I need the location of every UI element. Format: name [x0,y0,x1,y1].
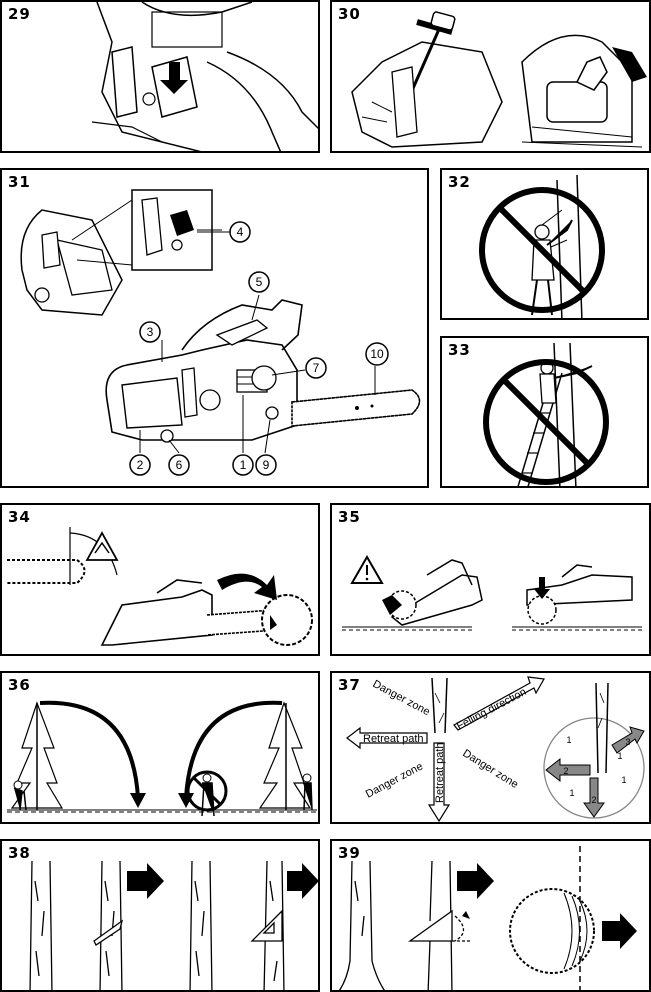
panel-32: 32 [440,168,649,320]
arrow-right-icon [457,863,494,899]
arrow-right-icon [602,913,637,949]
panel-37: Felling direction Retreat path Retreat p… [330,671,651,824]
svg-text:1: 1 [621,775,626,785]
label-retreat-path-left: Retreat path [363,733,424,745]
svg-text:7: 7 [313,361,320,375]
panel-number: 39 [338,844,361,862]
retreat-path-left-arrow [346,726,428,750]
illustration-danger-zones: Felling direction Retreat path Retreat p… [346,676,645,822]
prohibition-icon [483,359,609,485]
panel-number: 32 [448,173,471,191]
panel-number: 30 [338,5,361,23]
panel-number: 38 [8,844,31,862]
panel-35: 35 [330,503,651,656]
panel-38: 38 [0,839,320,992]
felling-direction-arrow [453,676,545,731]
callout-4: 4 [229,221,251,243]
label-danger-zone-right: Danger zone [460,747,520,791]
panel-34: 34 [0,503,320,656]
stump-cross-section [509,888,595,974]
callout-3: 3 [139,321,161,343]
callout-2: 2 [129,454,151,476]
callout-6: 6 [168,454,190,476]
illustration-no-cutting-on-ladder [483,342,609,486]
illustration-decompression-valve [351,11,647,148]
illustration-kickback-zone [7,527,313,646]
callout-10: 10 [365,342,389,366]
svg-text:9: 9 [263,458,270,472]
illustration-pinch-kickback [342,554,642,631]
svg-text:1: 1 [566,735,571,745]
svg-text:1: 1 [617,751,622,761]
label-danger-zone-top: Danger zone [371,678,432,718]
panel-30: 30 [330,0,651,153]
svg-text:1: 1 [569,788,574,798]
panel-number: 29 [8,5,31,23]
svg-text:2: 2 [591,795,596,805]
rotation-arrow-icon [217,573,277,600]
callout-1: 1 [232,454,254,476]
panel-number: 35 [338,508,361,526]
prohibition-icon [479,187,605,313]
illustration-notch-angle [339,846,637,990]
label-felling-direction: Felling direction [455,686,529,733]
retreat-path-down-arrow [427,742,451,822]
svg-text:2: 2 [563,766,568,776]
illustration-chainsaw-components: 4 5 3 7 10 2 6 1 9 [20,189,421,476]
svg-text:3: 3 [147,325,154,339]
arrow-down-icon [534,577,550,599]
svg-text:6: 6 [176,458,183,472]
arrow-right-icon [127,863,164,899]
illustration-felling-distance [7,700,317,817]
label-danger-zone-left: Danger zone [364,760,425,800]
panel-29: 29 [0,0,320,153]
svg-text:3: 3 [625,737,630,747]
svg-text:2: 2 [137,458,144,472]
panel-number: 33 [448,341,471,359]
panel-number: 36 [8,676,31,694]
svg-text:1: 1 [240,458,247,472]
svg-text:4: 4 [237,225,244,239]
panel-31: 4 5 3 7 10 2 6 1 9 31 [0,168,429,488]
svg-text:10: 10 [370,347,384,361]
illustration-choke-control [91,2,318,151]
illustration-directional-notch [29,860,318,990]
panel-33: 33 [440,336,649,488]
callout-9: 9 [255,454,277,476]
callout-5: 5 [248,271,270,293]
svg-text:5: 5 [256,275,263,289]
callout-7: 7 [305,357,327,379]
panel-36: 36 [0,671,320,824]
panel-number: 34 [8,508,31,526]
panel-number: 31 [8,173,31,191]
panel-39: 39 [330,839,651,992]
warning-triangle-icon [85,531,119,561]
panel-number: 37 [338,676,361,694]
illustration-no-cutting-above-shoulder [479,174,605,318]
label-retreat-path-down: Retreat path [434,742,446,803]
prohibition-icon [186,770,228,812]
arrow-right-icon [287,863,318,899]
